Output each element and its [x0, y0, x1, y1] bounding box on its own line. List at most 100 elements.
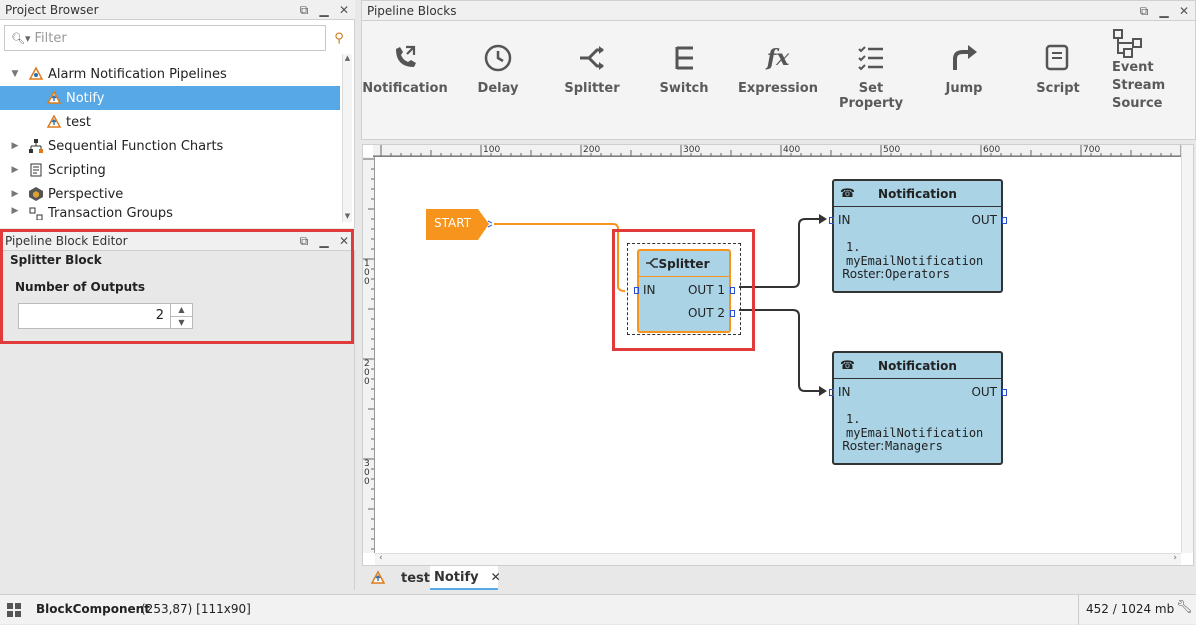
highlight-box-editor: [0, 229, 354, 344]
tool-notification[interactable]: Notification: [360, 41, 450, 96]
project-browser-panel: Project Browser ⧉ ▁ ✕ 🔍︎▾ Filter ⚲ ▼ Ala…: [0, 0, 355, 228]
expanded-arrow-icon[interactable]: ▼: [11, 69, 19, 79]
splitter-in-port[interactable]: IN: [643, 283, 656, 297]
jump-arrow-icon: [919, 41, 1009, 75]
notification-in-port[interactable]: IN: [838, 385, 851, 399]
tool-switch[interactable]: Switch: [639, 41, 729, 96]
status-bar: BlockComponent (253,87) [111x90] 452 / 1…: [0, 594, 1196, 625]
ruler-label: 100: [483, 145, 501, 155]
ruler-label: 300: [683, 145, 701, 155]
notification-out-port[interactable]: OUT: [971, 213, 997, 227]
memory-usage: 452 / 1024 mb: [1086, 602, 1175, 616]
canvas-horizontal-scrollbar[interactable]: ‹ ›: [375, 553, 1181, 565]
search-icon: 🔍︎▾: [11, 31, 31, 45]
restore-icon[interactable]: ⧉: [299, 234, 309, 248]
tree-item-test[interactable]: test: [0, 110, 340, 134]
minimize-icon[interactable]: ▁: [319, 3, 329, 17]
scroll-right-icon[interactable]: ›: [1173, 553, 1177, 563]
restore-icon[interactable]: ⧉: [299, 3, 309, 17]
splitter-icon: [547, 41, 637, 75]
block-editor-header: Pipeline Block Editor ⧉ ▁ ✕: [0, 231, 355, 251]
tool-jump[interactable]: Jump: [919, 41, 1009, 96]
pipeline-canvas[interactable]: 100 200 300 400 500 600 700 8 1 0 0 2 0 …: [362, 144, 1194, 566]
tool-splitter[interactable]: Splitter: [547, 41, 637, 96]
arrow-head-icon: [819, 386, 827, 396]
splitter-block-title-bar: Splitter: [639, 251, 729, 277]
number-of-outputs-value[interactable]: 2: [155, 308, 164, 323]
status-component: BlockComponent: [36, 602, 150, 616]
minimize-icon[interactable]: ▁: [1159, 4, 1169, 18]
restore-icon[interactable]: ⧉: [1139, 4, 1149, 18]
checklist-icon: [826, 41, 916, 75]
tree-scrollbar[interactable]: ▲ ▼: [342, 54, 352, 222]
splitter-block[interactable]: Splitter IN OUT 1 OUT 2: [634, 249, 735, 333]
ruler-label: 1 0 0: [364, 259, 370, 287]
collapsed-arrow-icon[interactable]: ▶: [11, 189, 19, 199]
minimize-icon[interactable]: ▁: [319, 234, 329, 248]
port-marker-icon: [730, 287, 735, 294]
collapsed-arrow-icon[interactable]: ▶: [11, 206, 19, 216]
tool-delay[interactable]: Delay: [453, 41, 543, 96]
roster-label: Roster:: [842, 439, 885, 453]
tool-set-property[interactable]: Set Property: [826, 41, 916, 111]
port-marker-icon: [730, 310, 735, 317]
splitter-out2-port[interactable]: OUT 2: [687, 306, 725, 320]
start-block[interactable]: START: [426, 209, 492, 240]
tool-expression[interactable]: fx Expression: [733, 41, 823, 96]
notification-block-2[interactable]: ☎ Notification IN OUT 1. myEmailNotifica…: [829, 351, 1007, 465]
roster-label: Roster:: [842, 267, 885, 281]
tab-notify[interactable]: Notify ✕: [430, 566, 501, 590]
splitter-out1-port[interactable]: OUT 1: [687, 283, 725, 297]
close-icon[interactable]: ✕: [1178, 4, 1190, 18]
tab-test[interactable]: test: [401, 570, 430, 586]
roster-value: Managers: [885, 439, 943, 453]
filter-input[interactable]: 🔍︎▾ Filter: [4, 25, 326, 51]
close-icon[interactable]: ✕: [338, 3, 350, 17]
tree-item-scripting[interactable]: ▶ Scripting: [11, 162, 106, 178]
notification-phone-icon: ☎: [840, 358, 855, 372]
pipeline-icon: [46, 114, 62, 130]
tool-event-stream-source[interactable]: Event Stream Source: [1112, 29, 1192, 113]
notification-profile: 1. myEmailNotification: [846, 412, 984, 440]
collapsed-arrow-icon[interactable]: ▶: [11, 165, 19, 175]
decrement-icon[interactable]: ▼: [178, 317, 185, 327]
pipeline-blocks-header: Pipeline Blocks ⧉ ▁ ✕: [362, 1, 1195, 21]
ruler-label: 3 0 0: [364, 459, 370, 487]
pipeline-blocks-title: Pipeline Blocks: [367, 3, 457, 18]
grid-menu-icon[interactable]: [7, 603, 21, 620]
roster-value: Operators: [885, 267, 951, 281]
close-tab-icon[interactable]: ✕: [490, 570, 501, 584]
start-label: START: [434, 216, 472, 230]
ruler-label: 600: [983, 145, 1001, 155]
increment-icon[interactable]: ▲: [171, 304, 192, 317]
collapsed-arrow-icon[interactable]: ▶: [11, 141, 19, 151]
tree-item-alarm-pipelines[interactable]: ▼ Alarm Notification Pipelines: [11, 66, 227, 82]
scroll-left-icon[interactable]: ‹: [379, 553, 383, 563]
notification-in-port[interactable]: IN: [838, 213, 851, 227]
clock-icon: [453, 41, 543, 75]
tree-item-notify[interactable]: Notify: [0, 86, 340, 110]
notification-title-bar: ☎ Notification: [834, 353, 1001, 379]
close-icon[interactable]: ✕: [338, 234, 350, 248]
notification-title: Notification: [878, 186, 957, 201]
notification-block-1[interactable]: ☎ Notification IN OUT 1. myEmailNotifica…: [829, 179, 1007, 293]
tree-item-sfc[interactable]: ▶ Sequential Function Charts: [11, 138, 224, 154]
canvas-vertical-scrollbar[interactable]: [1181, 145, 1193, 553]
tree-item-perspective[interactable]: ▶ Perspective: [11, 186, 124, 202]
notification-out-port[interactable]: OUT: [971, 385, 997, 399]
splitter-block-group-title: Splitter Block: [10, 253, 102, 267]
wrench-icon[interactable]: 🔧︎: [1176, 600, 1193, 615]
block-editor-title: Pipeline Block Editor: [5, 233, 128, 248]
tool-script[interactable]: Script: [1013, 41, 1103, 96]
project-browser-header: Project Browser ⧉ ▁ ✕: [0, 0, 355, 20]
tree-item-transaction-groups[interactable]: ▶ Transaction Groups: [11, 206, 173, 220]
number-of-outputs-label: Number of Outputs: [15, 280, 146, 294]
ruler-label: 700: [1083, 145, 1101, 155]
splitter-title: Splitter: [658, 256, 710, 271]
number-of-outputs-stepper[interactable]: 2 ▲ ▼: [18, 303, 193, 329]
start-shape: [426, 209, 492, 240]
ruler-label: 400: [783, 145, 801, 155]
sfc-icon: [28, 138, 44, 154]
filter-options-icon[interactable]: ⚲: [334, 30, 344, 46]
filter-placeholder: Filter: [34, 30, 67, 46]
